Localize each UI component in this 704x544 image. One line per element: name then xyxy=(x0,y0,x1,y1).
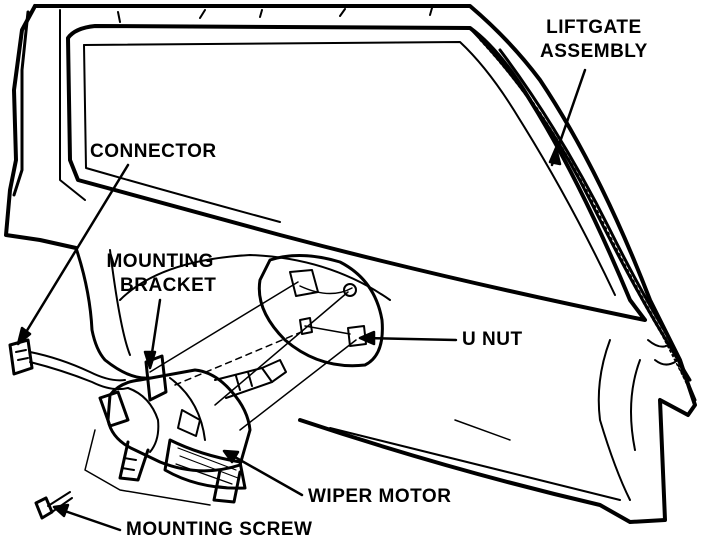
leader-u-nut xyxy=(360,336,458,342)
label-liftgate: LIFTGATE ASSEMBLY xyxy=(540,16,648,64)
label-liftgate-line2: ASSEMBLY xyxy=(540,41,648,62)
inner-panel xyxy=(119,254,641,501)
label-bracket-line2: BRACKET xyxy=(120,275,217,296)
label-connector: CONNECTOR xyxy=(90,141,217,162)
label-wiper-motor: WIPER MOTOR xyxy=(308,486,452,507)
liftgate-panel xyxy=(4,4,697,524)
alignment-lines xyxy=(149,281,357,431)
leader-lines xyxy=(16,68,587,532)
liftgate-pillar xyxy=(468,26,697,402)
label-u-nut: U NUT xyxy=(462,329,523,350)
wiper-motor xyxy=(98,359,287,490)
leader-connector xyxy=(18,163,130,344)
access-opening xyxy=(257,253,384,368)
label-mounting-bracket: MOUNTING BRACKET xyxy=(104,250,216,298)
rear-window xyxy=(66,7,647,322)
mounting-bracket xyxy=(84,354,242,506)
label-mounting-screw: MOUNTING SCREW xyxy=(126,519,313,540)
label-mounting-line1: MOUNTING xyxy=(106,251,214,272)
leader-wiper-motor xyxy=(224,450,304,497)
label-liftgate-line1: LIFTGATE xyxy=(546,17,642,38)
